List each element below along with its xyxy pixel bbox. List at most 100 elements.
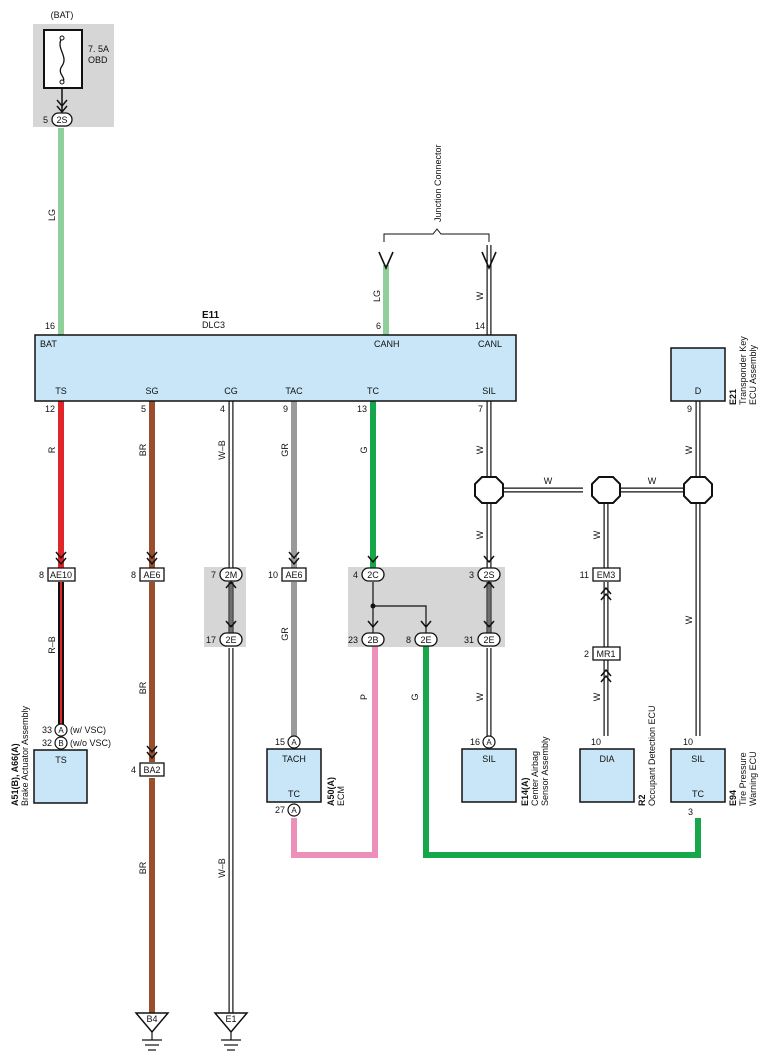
svg-text:9: 9 xyxy=(687,404,692,414)
ecm: A 15 TACH TC A 27 A50(A) ECM xyxy=(266,735,346,817)
svg-text:MR1: MR1 xyxy=(596,649,615,659)
connector-2c xyxy=(361,567,385,582)
airbag-box xyxy=(461,748,517,803)
connector-ba2 xyxy=(139,762,165,777)
svg-text:2M: 2M xyxy=(225,570,238,580)
svg-text:32: 32 xyxy=(42,738,52,748)
svg-text:A: A xyxy=(291,806,297,815)
chevron-down-icon xyxy=(146,745,158,754)
svg-text:W: W xyxy=(475,530,485,539)
junction-label: Junction Connector xyxy=(433,144,443,222)
svg-text:W: W xyxy=(592,692,602,701)
connector-mr1 xyxy=(592,646,621,661)
junction-node xyxy=(683,476,713,504)
svg-text:8: 8 xyxy=(406,635,411,645)
svg-text:R: R xyxy=(47,446,57,453)
svg-text:23: 23 xyxy=(348,635,358,645)
svg-text:TC: TC xyxy=(692,789,704,799)
svg-text:10: 10 xyxy=(268,570,278,580)
svg-text:2: 2 xyxy=(584,649,589,659)
svg-text:16: 16 xyxy=(45,321,55,331)
svg-text:2E: 2E xyxy=(225,635,236,645)
svg-text:Warning ECU: Warning ECU xyxy=(748,751,758,806)
svg-text:DIA: DIA xyxy=(599,754,614,764)
svg-text:BR: BR xyxy=(138,443,148,456)
svg-text:(w/o VSC): (w/o VSC) xyxy=(70,738,111,748)
svg-text:9: 9 xyxy=(283,404,288,414)
junction-connector: Junction Connector xyxy=(378,144,497,270)
chevron-up-icon xyxy=(600,586,612,595)
connector-ae6-tac xyxy=(281,567,307,582)
connector-2e-g xyxy=(414,632,438,647)
chevron-down-icon xyxy=(367,555,379,564)
svg-text:LG: LG xyxy=(372,290,382,302)
chevron-up-icon xyxy=(600,668,612,677)
svg-text:7: 7 xyxy=(211,570,216,580)
svg-text:BR: BR xyxy=(138,681,148,694)
svg-text:27: 27 xyxy=(275,805,285,815)
chevron-down-icon xyxy=(146,751,158,760)
dlc3-terminal-tac: TAC xyxy=(285,386,303,396)
connector-em3 xyxy=(592,567,621,582)
svg-text:5: 5 xyxy=(141,404,146,414)
junction-nodes xyxy=(474,476,713,504)
chevron-up-icon xyxy=(600,674,612,683)
tire-box xyxy=(670,748,726,803)
connector-2e-cg xyxy=(219,632,243,647)
connector-2m xyxy=(219,567,243,582)
connector-arrows xyxy=(55,551,612,760)
connector-ae10 xyxy=(47,567,76,582)
svg-text:B: B xyxy=(58,739,63,748)
svg-text:16: 16 xyxy=(470,737,480,747)
svg-text:Center Airbag: Center Airbag xyxy=(530,751,540,806)
splice-dot xyxy=(370,603,376,609)
svg-text:12: 12 xyxy=(45,404,55,414)
svg-text:3: 3 xyxy=(688,807,693,817)
svg-text:E1: E1 xyxy=(225,1014,236,1024)
svg-text:Transponder Key: Transponder Key xyxy=(738,336,748,405)
chevron-down-icon xyxy=(55,557,67,566)
chevron-down-icon xyxy=(288,557,300,566)
chevron-down-icon xyxy=(483,555,495,564)
svg-text:10: 10 xyxy=(683,737,693,747)
svg-text:D: D xyxy=(695,386,702,396)
arrow-icon xyxy=(378,251,394,270)
svg-text:W: W xyxy=(475,291,485,300)
fuse-icon xyxy=(59,37,65,83)
svg-text:B4: B4 xyxy=(146,1014,157,1024)
svg-text:AE10: AE10 xyxy=(50,570,72,580)
svg-text:31: 31 xyxy=(464,635,474,645)
transponder-id: E21 xyxy=(728,389,738,405)
svg-text:W–B: W–B xyxy=(217,858,227,878)
svg-text:2E: 2E xyxy=(483,635,494,645)
svg-text:SIL: SIL xyxy=(482,754,496,764)
svg-text:8: 8 xyxy=(39,570,44,580)
dlc3-terminal-cg: CG xyxy=(224,386,238,396)
airbag-id: E14(A) xyxy=(520,777,530,806)
junction-node xyxy=(474,476,504,504)
svg-text:4: 4 xyxy=(131,765,136,775)
svg-text:W: W xyxy=(475,692,485,701)
svg-text:W: W xyxy=(684,445,694,454)
dlc3-terminal-canh: CANH xyxy=(374,339,400,349)
svg-text:W: W xyxy=(684,615,694,624)
battery-pin: 5 xyxy=(43,115,48,125)
svg-text:TC: TC xyxy=(288,789,300,799)
wire-labels: LG LG W R R–B BR BR BR W–B W–B GR GR G P… xyxy=(47,209,694,878)
chevron-down-icon xyxy=(56,105,68,114)
dlc3-terminal-sil: SIL xyxy=(482,386,496,396)
svg-text:6: 6 xyxy=(376,321,381,331)
arrow-icon xyxy=(481,251,497,270)
svg-text:W: W xyxy=(475,445,485,454)
svg-text:TACH: TACH xyxy=(282,754,306,764)
junction-node xyxy=(591,476,621,504)
dlc3-terminal-bat: BAT xyxy=(40,339,57,349)
dlc3-terminal-canl: CANL xyxy=(478,339,502,349)
chevron-up-icon xyxy=(600,592,612,601)
svg-text:33: 33 xyxy=(42,725,52,735)
svg-text:W: W xyxy=(592,530,602,539)
svg-text:14: 14 xyxy=(475,321,485,331)
occupant-id: R2 xyxy=(637,794,647,806)
svg-text:13: 13 xyxy=(357,404,367,414)
